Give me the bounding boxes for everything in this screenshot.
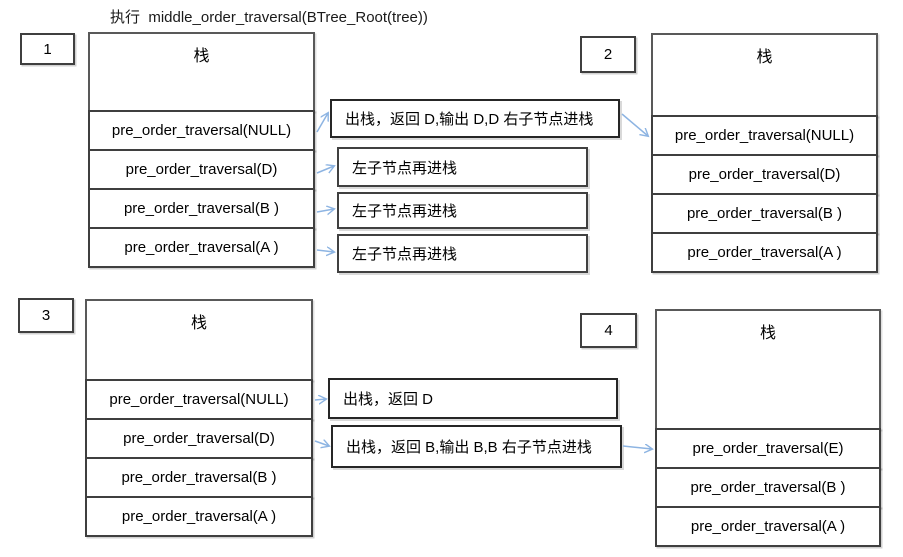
arrow-stack3-null-to-pop-d [314,399,326,400]
annotation-pop-return-d: 出栈，返回 D,输出 D,D 右子节点进栈 [330,99,620,138]
arrow-stack1-d-to-leftchild-1 [316,166,334,174]
stack-3-title: 栈 [85,299,313,381]
stack-4-title: 栈 [655,309,881,430]
stack-2-row-2: pre_order_traversal(D) [651,154,878,195]
stack-3-row-2: pre_order_traversal(D) [85,418,313,459]
step-1-number: 1 [20,33,75,65]
stack-4: 栈 pre_order_traversal(E) pre_order_trave… [655,309,881,547]
step-2-number: 2 [580,36,636,73]
stack-1-row-4: pre_order_traversal(A ) [88,227,315,268]
stack-4-row-2: pre_order_traversal(B ) [655,467,881,508]
arrow-pop-b-to-stack4 [622,446,652,449]
annotation-pop-return-b: 出栈，返回 B,输出 B,B 右子节点进栈 [331,425,622,468]
arrow-stack1-b-to-leftchild-2 [316,209,334,212]
stack-4-row-1: pre_order_traversal(E) [655,428,881,469]
stack-3-row-4: pre_order_traversal(A ) [85,496,313,537]
stack-1-row-3: pre_order_traversal(B ) [88,188,315,229]
stack-2-row-1: pre_order_traversal(NULL) [651,115,878,156]
step-3-number: 3 [18,298,74,333]
stack-2: 栈 pre_order_traversal(NULL) pre_order_tr… [651,33,878,273]
stack-2-row-4: pre_order_traversal(A ) [651,232,878,273]
stack-1-row-2: pre_order_traversal(D) [88,149,315,190]
stack-4-row-3: pre_order_traversal(A ) [655,506,881,547]
annotation-left-child-push-2: 左子节点再进栈 [337,192,588,229]
stack-3-row-1: pre_order_traversal(NULL) [85,379,313,420]
stack-1: 栈 pre_order_traversal(NULL) pre_order_tr… [88,32,315,268]
arrow-stack1-a-to-leftchild-3 [316,250,334,252]
stack-1-title: 栈 [88,32,315,112]
step-4-number: 4 [580,313,637,348]
stack-3: 栈 pre_order_traversal(NULL) pre_order_tr… [85,299,313,537]
annotation-pop-return-d-only: 出栈，返回 D [328,378,618,419]
annotation-left-child-push-3: 左子节点再进栈 [337,234,588,273]
arrow-stack1-null-to-pop-d [316,113,328,133]
arrow-stack3-d-to-pop-b [314,441,329,446]
arrow-pop-d-to-stack2 [621,113,648,136]
stack-3-row-3: pre_order_traversal(B ) [85,457,313,498]
annotation-left-child-push-1: 左子节点再进栈 [337,147,588,187]
stack-1-row-1: pre_order_traversal(NULL) [88,110,315,151]
diagram-title: 执行 middle_order_traversal(BTree_Root(tre… [110,9,428,26]
stack-2-title: 栈 [651,33,878,117]
stack-2-row-3: pre_order_traversal(B ) [651,193,878,234]
